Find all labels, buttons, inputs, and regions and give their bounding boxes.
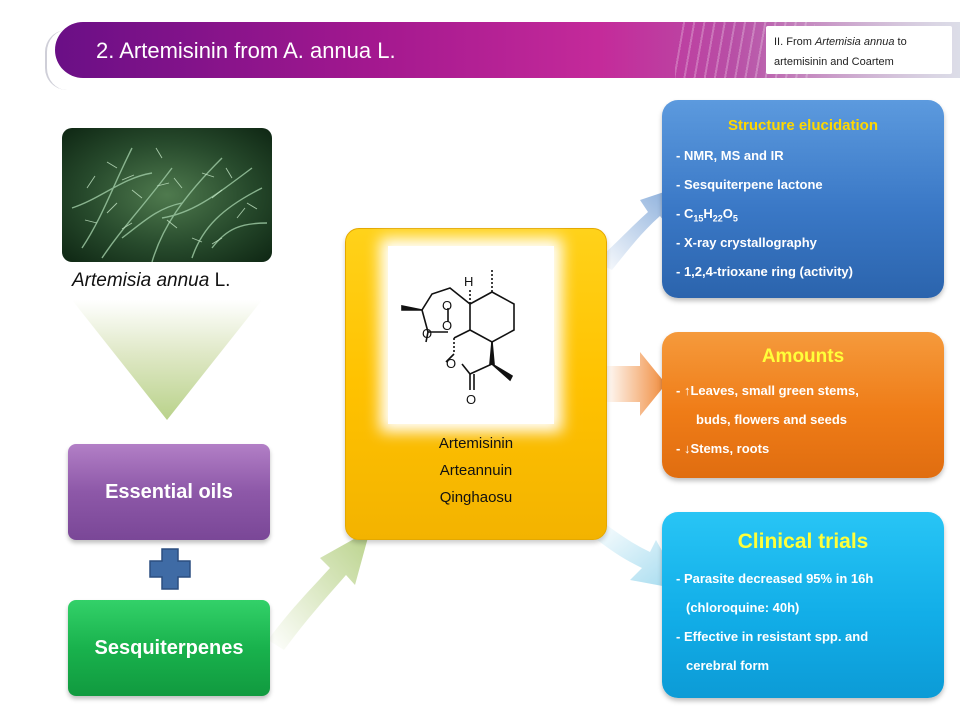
chemical-structure-drawing: H O O O O O bbox=[401, 268, 515, 407]
header-decoration-line bbox=[45, 30, 67, 90]
structure-label-o4: O bbox=[446, 356, 456, 371]
clinical-item: - Parasite decreased 95% in 16h bbox=[676, 571, 874, 586]
clinical-trials-panel bbox=[662, 512, 944, 698]
formula-h-subscript: 22 bbox=[712, 213, 723, 224]
structure-item-formula: - C15H22O5 bbox=[676, 206, 853, 235]
structure-item: - 1,2,4-trioxane ring (activity) bbox=[676, 264, 853, 279]
section-label-italic: Artemisia annua bbox=[814, 36, 895, 48]
section-label-box bbox=[766, 26, 952, 74]
plant-caption-species: Artemisia annua bbox=[72, 270, 210, 291]
arrow-to-clinical bbox=[592, 520, 684, 590]
plant-foliage-image bbox=[71, 147, 268, 262]
clinical-trials-list: - Parasite decreased 95% in 16h (chloroq… bbox=[676, 571, 873, 687]
clinical-item: cerebral form bbox=[686, 658, 770, 673]
structure-elucidation-title: Structure elucidation bbox=[727, 117, 879, 134]
structure-label-o2: O bbox=[442, 318, 452, 333]
plant-caption-author: L. bbox=[209, 270, 231, 291]
formula-c-subscript: 15 bbox=[693, 213, 704, 224]
amounts-item: buds, flowers and seeds bbox=[696, 412, 847, 427]
section-label-prefix: II. From bbox=[774, 36, 815, 48]
section-label-line2: artemisinin and Coartem bbox=[774, 56, 894, 68]
amounts-panel bbox=[662, 332, 944, 478]
essential-oils-label: Essential oils bbox=[105, 480, 233, 503]
structure-item: - X-ray crystallography bbox=[676, 235, 817, 250]
structure-label-h: H bbox=[464, 274, 473, 289]
name-arteannuin: Arteannuin bbox=[439, 462, 513, 479]
amounts-title: Amounts bbox=[761, 346, 845, 367]
amounts-item: - ↓Stems, roots bbox=[676, 441, 770, 456]
sesquiterpenes-label: Sesquiterpenes bbox=[94, 636, 244, 659]
clinical-trials-title: Clinical trials bbox=[737, 530, 869, 553]
clinical-item: - Effective in resistant spp. and bbox=[676, 629, 869, 644]
essential-oils-box: Essential oils bbox=[68, 444, 270, 540]
plant-caption: Artemisia annua L. bbox=[72, 270, 230, 292]
page-title: 2. Artemisinin from A. annua L. bbox=[96, 38, 396, 63]
structure-item: - NMR, MS and IR bbox=[676, 148, 784, 163]
artemisinin-structure: H O O O O O bbox=[388, 246, 554, 424]
formula-o: O bbox=[722, 206, 733, 221]
section-label-suffix: to bbox=[894, 36, 907, 48]
section-label: II. From Artemisia annua to artemisinin … bbox=[774, 32, 950, 72]
plant-photo bbox=[62, 128, 272, 262]
name-qinghaosu: Qinghaosu bbox=[439, 489, 513, 506]
artemisinin-names: Artemisinin Arteannuin Qinghaosu bbox=[345, 430, 607, 511]
arrow-from-sesquiterpenes bbox=[268, 530, 370, 650]
sesquiterpenes-box: Sesquiterpenes bbox=[68, 600, 270, 696]
structure-elucidation-list: - NMR, MS and IR - Sesquiterpene lactone… bbox=[676, 148, 853, 293]
structure-elucidation-panel bbox=[662, 100, 944, 298]
plus-icon bbox=[149, 548, 191, 590]
structure-item: - Sesquiterpene lactone bbox=[676, 177, 823, 192]
structure-label-o1: O bbox=[442, 298, 452, 313]
structure-label-o3: O bbox=[422, 326, 432, 341]
clinical-item: (chloroquine: 40h) bbox=[686, 600, 800, 615]
formula-o-subscript: 5 bbox=[732, 213, 738, 224]
amounts-list: - ↑Leaves, small green stems, buds, flow… bbox=[676, 383, 859, 470]
formula-h: H bbox=[703, 206, 713, 221]
structure-label-o5: O bbox=[466, 392, 476, 407]
name-artemisinin: Artemisinin bbox=[438, 435, 514, 452]
formula-prefix: - C bbox=[676, 206, 694, 221]
amounts-item: - ↑Leaves, small green stems, bbox=[676, 383, 859, 398]
arrow-to-amounts bbox=[604, 352, 666, 416]
